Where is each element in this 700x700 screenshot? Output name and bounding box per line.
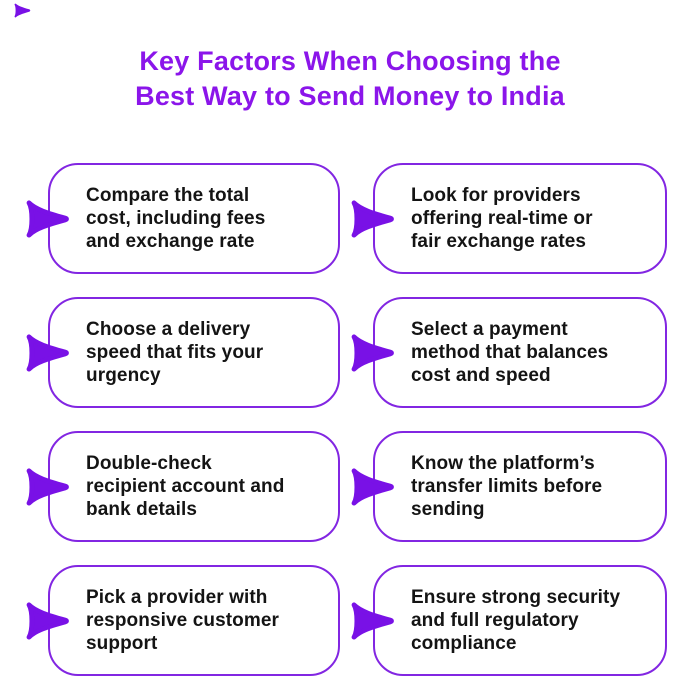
factor-text: Know the platform’s transfer limits befo… — [411, 453, 603, 520]
arrow-right-icon — [350, 199, 396, 238]
factor-card: Select a payment method that balances co… — [351, 297, 667, 408]
factor-text: Pick a provider with responsive customer… — [86, 587, 280, 654]
factor-card: Pick a provider with responsive customer… — [26, 565, 340, 676]
factor-card: Compare the total cost, including fees a… — [26, 163, 340, 274]
page-title: Key Factors When Choosing the Best Way t… — [135, 46, 565, 111]
factor-text: Choose a delivery speed that fits your u… — [86, 319, 264, 386]
arrow-right-icon — [350, 601, 396, 640]
swoosh-arrow-right-icon — [14, 3, 31, 18]
factor-text: Compare the total cost, including fees a… — [86, 185, 266, 252]
factor-text: Double-check recipient account and bank … — [86, 453, 285, 520]
factor-card: Look for providers offering real-time or… — [351, 163, 667, 274]
factor-card: Know the platform’s transfer limits befo… — [351, 431, 667, 542]
arrow-right-icon — [25, 333, 71, 372]
arrow-right-icon — [25, 199, 71, 238]
factor-card: Double-check recipient account and bank … — [26, 431, 340, 542]
factor-text: Look for providers offering real-time or… — [411, 185, 593, 252]
factor-text: Select a payment method that balances co… — [411, 319, 609, 386]
factor-card: Ensure strong security and full regulato… — [351, 565, 667, 676]
arrow-right-icon — [350, 333, 396, 372]
arrow-right-icon — [350, 467, 396, 506]
arrow-right-icon — [25, 601, 71, 640]
arrow-right-icon — [25, 467, 71, 506]
factor-cards-grid: Compare the total cost, including fees a… — [26, 163, 672, 676]
factor-card: Choose a delivery speed that fits your u… — [26, 297, 340, 408]
factor-text: Ensure strong security and full regulato… — [411, 587, 621, 654]
